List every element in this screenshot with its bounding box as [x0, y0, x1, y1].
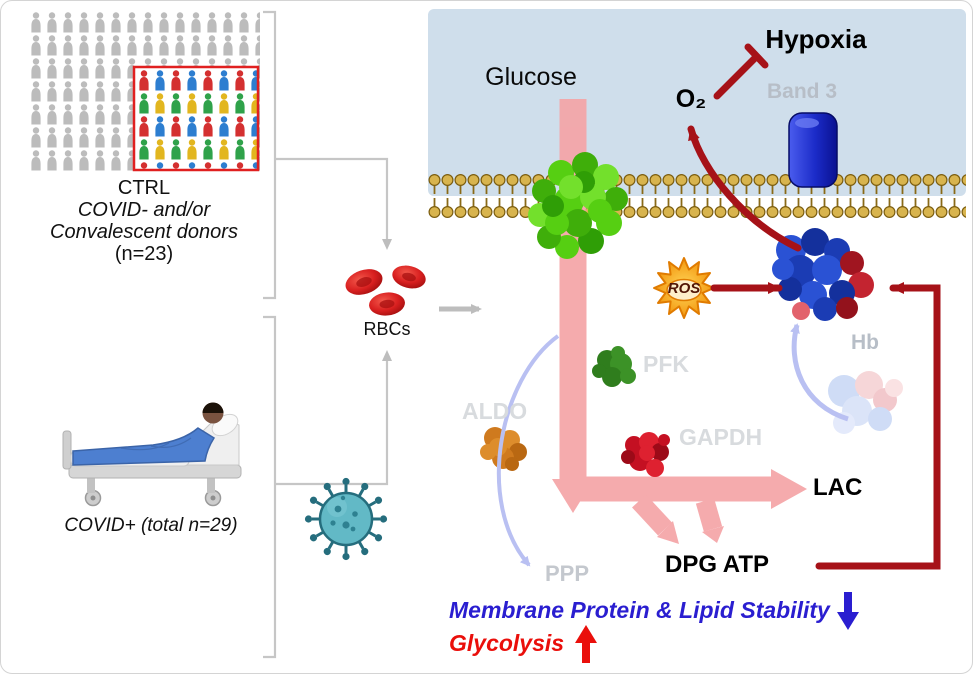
- glucose-label: Glucose: [485, 63, 577, 91]
- membrane-stability-text: Membrane Protein & Lipid Stability: [449, 597, 830, 624]
- ctrl-bracket: [263, 10, 277, 300]
- virus-icon: [304, 477, 388, 561]
- inhibition-bar: [744, 43, 769, 69]
- dpg-atp-label: DPG ATP: [665, 551, 770, 578]
- ctrl-to-rbc-connector: [275, 157, 392, 250]
- ctrl-description-line2: Convalescent donors: [50, 221, 238, 243]
- glycolysis-text: Glycolysis: [449, 630, 565, 657]
- gapdh-label: GAPDH: [679, 424, 763, 450]
- donor-highlight-box: [132, 65, 260, 172]
- crowd-illustration: [28, 11, 260, 172]
- ros-label: ROS: [667, 280, 701, 297]
- hospital-bed-illustration: [62, 402, 242, 507]
- ctrl-group-caption: CTRL COVID- and/or Convalescent donors (…: [29, 177, 259, 265]
- glycolysis-statement: Glycolysis: [449, 625, 598, 663]
- stability-down-arrow: [836, 592, 859, 630]
- ppp-shunt-arrow: [496, 334, 560, 567]
- pfk-label: PFK: [643, 351, 689, 377]
- rbcs-label: RBCs: [363, 319, 411, 339]
- band3-protein: [788, 112, 838, 188]
- redox-arrows: [687, 43, 941, 570]
- membrane-stability-statement: Membrane Protein & Lipid Stability: [449, 592, 860, 630]
- covid-group-caption: COVID+ (total n=29): [64, 515, 238, 536]
- pfk-protein: [592, 346, 636, 387]
- hb-oxidation-arrow: [790, 323, 849, 422]
- glut1-protein: [528, 152, 628, 259]
- ctrl-title: CTRL: [117, 177, 171, 199]
- aldo-label: ALDO: [462, 398, 528, 424]
- covid-to-rbc-connector: [275, 350, 392, 486]
- o2-hypoxia-inhibition-line: [713, 55, 758, 100]
- hb-label: Hb: [851, 331, 879, 354]
- hypoxia-label: Hypoxia: [765, 24, 867, 54]
- lac-label: LAC: [813, 474, 863, 501]
- dpg-to-hb-feedback-arrow: [815, 282, 941, 570]
- ppp-label: PPP: [545, 561, 590, 586]
- faded-hb-protein: [828, 371, 903, 434]
- glycolysis-up-arrow: [575, 625, 598, 663]
- ctrl-sample-size: (n=23): [114, 243, 174, 265]
- atp-branch-arrow: [695, 498, 723, 532]
- o2-release-arrow: [687, 125, 802, 252]
- dpg-branch-arrow: [632, 494, 672, 536]
- band3-label: Band 3: [766, 80, 837, 103]
- rbc-icons: [345, 265, 426, 316]
- hb-protein: [772, 228, 874, 321]
- covid-bracket: [263, 315, 277, 659]
- o2-label: O₂: [675, 85, 707, 113]
- group-brackets: [263, 10, 392, 659]
- ros-sun-icon: [653, 257, 715, 319]
- gapdh-protein: [621, 432, 670, 477]
- membrane: [428, 173, 966, 219]
- ctrl-description-line1: COVID- and/or: [77, 199, 211, 221]
